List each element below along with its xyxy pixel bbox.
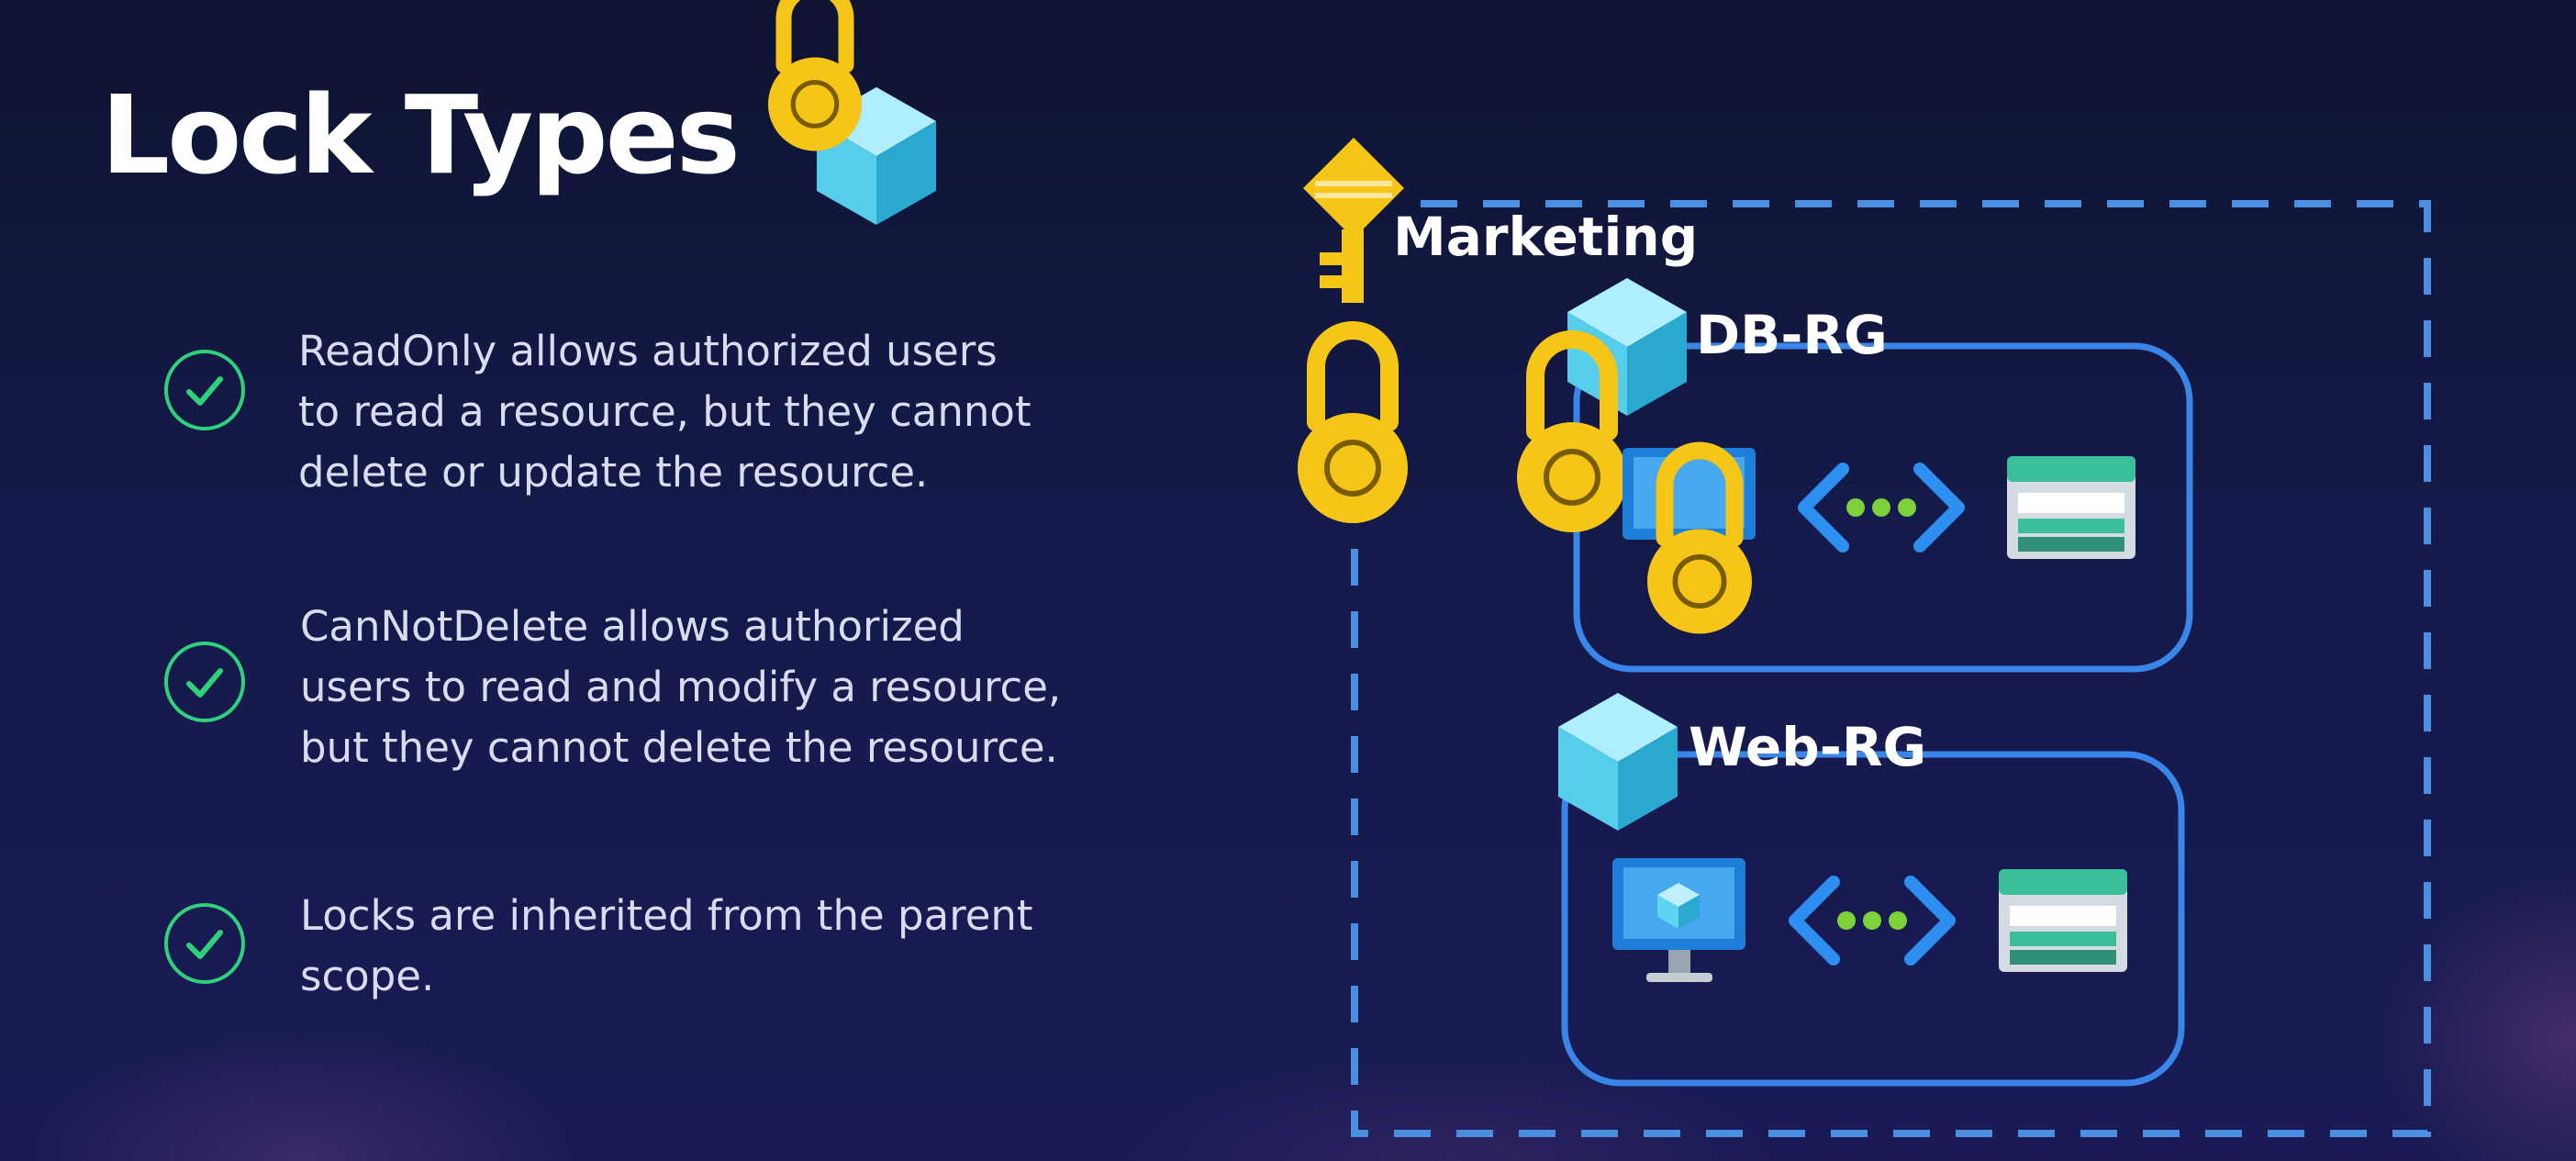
web-rg-network-icon (1795, 882, 1949, 959)
subscription-lock-icon (1298, 330, 1408, 523)
page-title: Lock Types (101, 72, 741, 198)
subscription-boundary (1351, 200, 2431, 1137)
subscription-label: Marketing (1393, 206, 1698, 268)
bullet-cannotdelete: CanNotDelete allows authorized users to … (163, 597, 1145, 780)
bullet-readonly: ReadOnly allows authorized users to read… (163, 321, 1145, 505)
db-rg-label: DB-RG (1696, 304, 1888, 366)
bullet-inherited: Locks are inherited from the parent scop… (163, 886, 1145, 1069)
web-rg-label: Web-RG (1689, 716, 1926, 778)
web-rg-storage-icon (1999, 869, 2127, 972)
bullet-text: ReadOnly allows authorized users to read… (298, 327, 1032, 497)
check-circle-icon (164, 350, 245, 430)
db-rg-storage-icon (2007, 456, 2136, 559)
check-circle-icon (164, 903, 245, 984)
bullet-text: CanNotDelete allows authorized users to … (300, 602, 1062, 772)
check-circle-icon (164, 642, 245, 722)
web-rg-vm-icon (1612, 858, 1745, 982)
bullet-text: Locks are inherited from the parent scop… (300, 891, 1033, 1000)
title-lock-icon (768, 0, 862, 151)
key-icon (1303, 138, 1404, 303)
db-rg-network-icon (1804, 469, 1958, 546)
web-rg-cube-icon (1558, 693, 1678, 831)
web-rg-boundary (1561, 751, 2185, 1087)
